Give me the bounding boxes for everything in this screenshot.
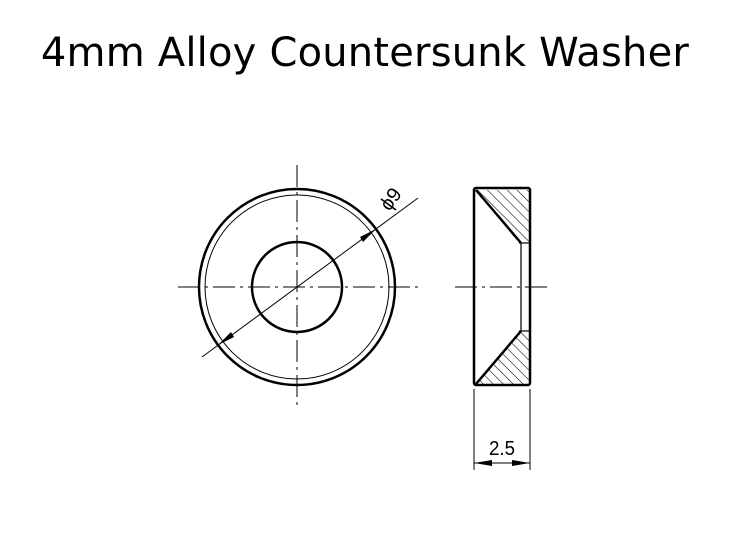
upper-countersink-edge [475,189,522,244]
thickness-arrow-left [474,460,492,466]
drawing-title: 4mm Alloy Countersunk Washer [40,30,690,76]
diameter-dimension-line [201,197,419,358]
chamfer-circle [204,194,390,380]
bore-circle [250,240,344,334]
thickness-arrow-right [512,460,530,466]
outer-edge-circle [197,187,397,387]
upper-section-hatch [476,190,529,243]
diameter-arrow-lower [218,332,234,345]
lower-countersink-edge [475,330,522,385]
thickness-label: 2.5 [489,438,515,460]
front-view: ϕ9 [178,165,419,408]
side-view: 2.5 [455,186,552,470]
diameter-arrow-upper [360,229,376,242]
lower-section-hatch [476,331,529,384]
